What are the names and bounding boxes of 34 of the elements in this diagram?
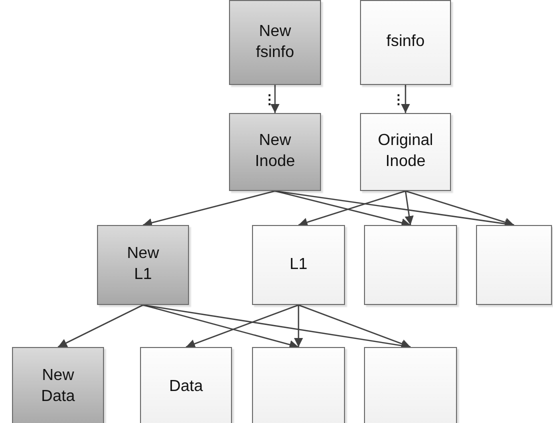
empty-box	[364, 225, 457, 305]
empty-box	[252, 347, 345, 423]
arrow	[298, 190, 406, 227]
arrow	[186, 304, 299, 348]
ellipsis-mark: ⋮	[263, 93, 276, 106]
process-box	[229, 0, 321, 85]
empty-box	[476, 225, 552, 305]
node-label: New L1	[126, 244, 160, 285]
node-label: fsinfo	[385, 32, 426, 52]
process-box	[140, 347, 232, 423]
process-box	[360, 0, 451, 85]
arrow	[298, 304, 411, 348]
ellipsis-mark: ⋮	[392, 93, 405, 106]
node-label: Data	[168, 376, 204, 397]
arrow	[142, 190, 276, 228]
node-label: New Inode	[254, 131, 296, 172]
arrow	[294, 305, 303, 347]
process-box	[97, 225, 189, 305]
process-box	[252, 225, 345, 305]
process-box	[229, 113, 321, 191]
node-label: Original Inode	[376, 131, 434, 172]
arrow	[404, 190, 414, 226]
arrow	[274, 190, 411, 228]
process-box	[360, 113, 451, 191]
node-label: New fsinfo	[254, 22, 296, 62]
empty-box	[364, 347, 457, 423]
arrow	[270, 85, 280, 113]
arrow	[405, 190, 514, 227]
node-label: New Data	[40, 366, 76, 407]
arrow	[58, 304, 144, 348]
process-box	[12, 347, 104, 423]
arrow	[142, 304, 299, 349]
arrow	[401, 85, 410, 113]
node-label: L1	[288, 254, 308, 275]
